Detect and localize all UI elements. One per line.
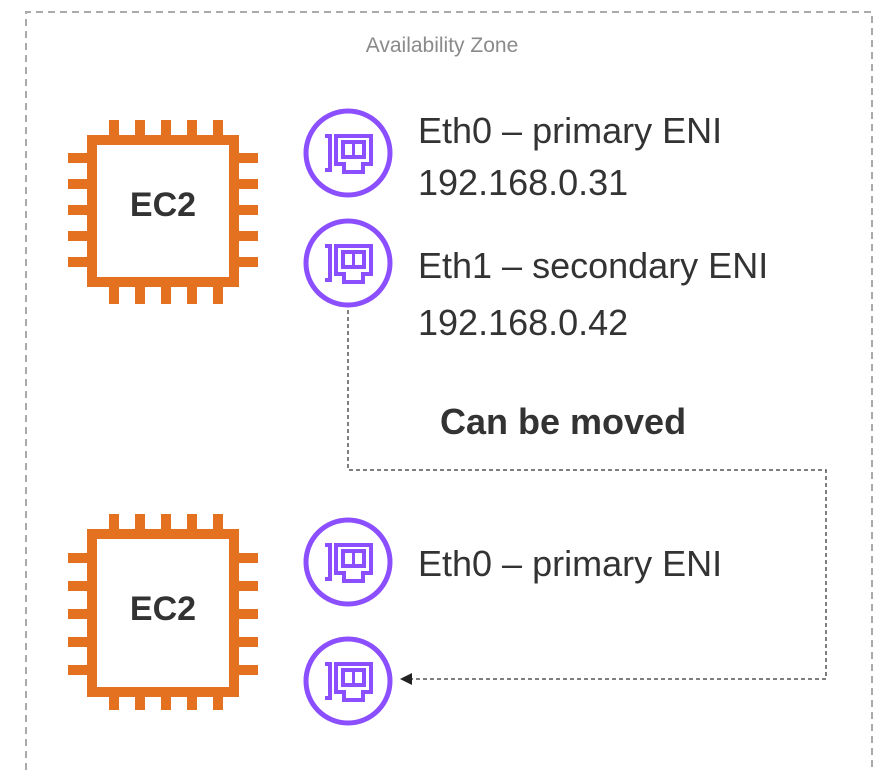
ec2-chip-icon (68, 514, 258, 710)
can-be-moved-label: Can be moved (440, 401, 687, 442)
eni-eth1-name: Eth1 – secondary ENI (418, 245, 769, 286)
eni-eth0-name: Eth0 – primary ENI (418, 110, 723, 151)
eni-eth0-ip: 192.168.0.31 (418, 162, 629, 203)
eni-instance2-eth0-name: Eth0 – primary ENI (418, 543, 723, 584)
ec2-chip-icon (68, 120, 258, 304)
ec2-instance-2-label: EC2 (129, 590, 197, 628)
eni-eth1-ip: 192.168.0.42 (418, 302, 629, 343)
ec2-instance-1-label: EC2 (129, 186, 197, 224)
availability-zone-label: Availability Zone (365, 34, 519, 57)
